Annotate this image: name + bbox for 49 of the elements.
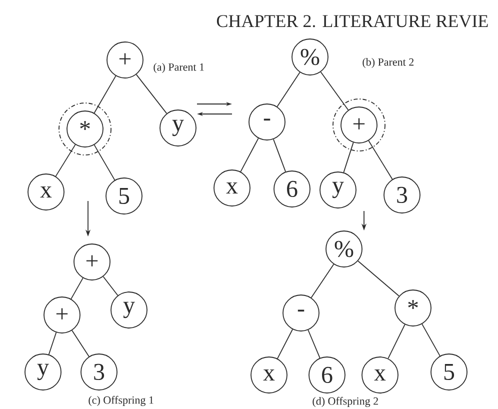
tree-node: + — [106, 42, 144, 78]
connector-line — [320, 72, 349, 110]
connector-line — [72, 330, 90, 357]
connector-line — [422, 324, 440, 356]
connector-line — [388, 324, 406, 359]
connector-line — [308, 330, 320, 358]
tree-node: 6 — [308, 356, 346, 394]
tree-node: 3 — [80, 354, 118, 390]
tree-node: - — [282, 294, 320, 332]
connector-line — [94, 76, 116, 114]
connector-line — [70, 278, 84, 300]
tree-node: x — [250, 356, 288, 394]
connector-line — [277, 328, 293, 360]
caption: (b) Parent 2 — [362, 58, 414, 68]
connector-line — [276, 72, 300, 108]
connector-line — [136, 74, 168, 114]
connector-line — [310, 264, 334, 298]
connector-line — [48, 332, 57, 355]
caption: (d) Offspring 2 — [312, 396, 378, 408]
tree-node: y — [160, 110, 196, 146]
tree-node: y — [320, 172, 356, 208]
tree-node: + — [44, 296, 80, 334]
tree-node: + — [340, 106, 378, 144]
tree-node: * — [394, 290, 432, 326]
tree-node: y — [24, 354, 62, 390]
connector-line — [343, 142, 354, 173]
tree-node: 3 — [384, 176, 420, 214]
tree-node: % — [292, 38, 328, 76]
tree-node: + — [74, 244, 110, 280]
connector-line — [55, 144, 76, 177]
page-header: CHAPTER 2. LITERATURE REVIE — [216, 15, 488, 28]
caption: (c) Offspring 1 — [88, 396, 154, 406]
connector-line — [368, 140, 393, 180]
tree-node: x — [214, 170, 250, 206]
connector-line — [240, 138, 259, 172]
tree-node: * — [66, 110, 104, 148]
tree-node: 6 — [274, 170, 310, 208]
connector-line — [273, 138, 286, 172]
caption: (a) Parent 1 — [154, 63, 204, 73]
tree-node: - — [248, 104, 286, 140]
tree-node: x — [28, 174, 64, 210]
tree-node: y — [110, 292, 148, 328]
tree-node: % — [326, 230, 362, 268]
connector-line — [94, 144, 116, 180]
tree-node: x — [362, 356, 398, 394]
connector-line — [358, 260, 400, 296]
tree-node: 5 — [106, 178, 142, 214]
connector-line — [102, 276, 118, 296]
tree-node: 5 — [430, 354, 468, 390]
